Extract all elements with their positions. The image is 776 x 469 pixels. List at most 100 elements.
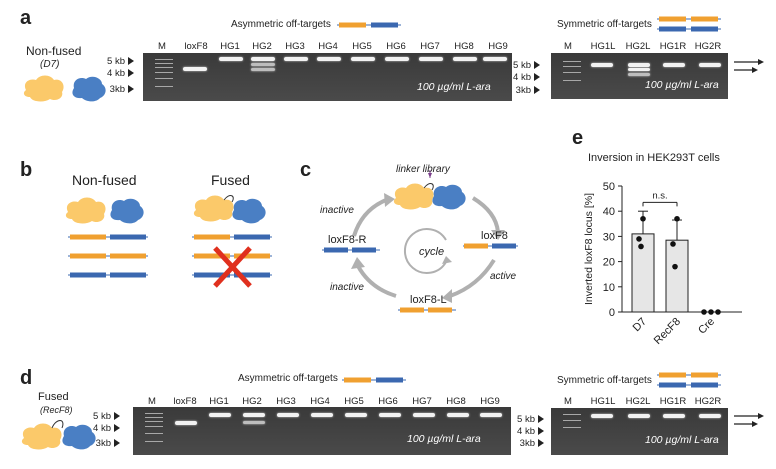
panel-label-b: b bbox=[20, 159, 33, 181]
marker-3kb-d-sym: 3kb bbox=[510, 438, 544, 449]
lane-label: HG1L bbox=[590, 396, 616, 407]
lane-label: HG2 bbox=[252, 41, 272, 52]
sym-title-d: Symmetric off-targets bbox=[557, 375, 652, 386]
lane-label: HG9 bbox=[488, 41, 508, 52]
lane-label: HG1L bbox=[590, 41, 616, 52]
lane-label: HG6 bbox=[386, 41, 406, 52]
data-point bbox=[674, 215, 680, 222]
significance-label: n.s. bbox=[652, 190, 667, 201]
asym-title-d: Asymmetric off-targets bbox=[238, 373, 338, 384]
node-loxf8: loxF8 bbox=[481, 230, 508, 242]
lane-label: HG1 bbox=[209, 396, 229, 407]
x-tick-label: Cre bbox=[696, 316, 717, 337]
marker-5kb-d: 5 kb bbox=[86, 411, 120, 422]
band-arrows-d bbox=[734, 413, 764, 427]
lane-label: HG2L bbox=[625, 41, 651, 52]
linker-label-c: linker library bbox=[396, 164, 450, 175]
y-tick-label: 20 bbox=[603, 257, 615, 269]
lane-label: loxF8 bbox=[184, 41, 208, 52]
panel-label-d: d bbox=[20, 367, 33, 389]
data-point bbox=[636, 236, 642, 242]
marker-3kb-a-sym: 3kb bbox=[506, 85, 540, 96]
construct-variant-a: (D7) bbox=[40, 59, 60, 70]
panel-label-a: a bbox=[20, 7, 32, 29]
lane-label: HG8 bbox=[446, 396, 466, 407]
panel-label-e: e bbox=[572, 127, 584, 149]
sym-construct-icon-d bbox=[657, 372, 721, 388]
lane-label: M bbox=[148, 396, 156, 407]
protein-pair-d bbox=[21, 420, 96, 450]
non-fused-title-b: Non-fused bbox=[72, 172, 137, 188]
lane-label: HG8 bbox=[454, 41, 474, 52]
data-point bbox=[701, 309, 707, 315]
lane-label: HG1R bbox=[659, 41, 687, 52]
edge-inactive-bottom: inactive bbox=[330, 282, 364, 293]
construct-name-d: Fused bbox=[38, 391, 69, 403]
lane-label: HG3 bbox=[285, 41, 305, 52]
marker-4kb-a: 4 kb bbox=[100, 68, 134, 79]
fused-title-b: Fused bbox=[211, 172, 250, 188]
y-tick-label: 50 bbox=[603, 181, 615, 193]
chart-title: Inversion in HEK293T cells bbox=[588, 152, 720, 164]
construct-name-a: Non-fused bbox=[26, 44, 82, 58]
edge-active: active bbox=[490, 271, 517, 282]
y-tick-label: 30 bbox=[603, 231, 615, 243]
protein-pair-a bbox=[23, 75, 106, 102]
marker-4kb-a-sym: 4 kb bbox=[506, 72, 540, 83]
bar bbox=[665, 239, 689, 313]
lane-label: HG1R bbox=[659, 396, 687, 407]
asym-construct-icon-a bbox=[337, 22, 401, 28]
panel-label-c: c bbox=[300, 159, 312, 181]
edge-inactive-top: inactive bbox=[320, 205, 354, 216]
marker-3kb-d: 3kb bbox=[86, 438, 120, 449]
data-point bbox=[672, 263, 678, 270]
gel-sym-d: 100 µg/ml L-ara bbox=[551, 408, 728, 455]
lane-label: M bbox=[564, 396, 572, 407]
condition-label-a-sym: 100 µg/ml L-ara bbox=[645, 79, 719, 91]
condition-label-a: 100 µg/ml L-ara bbox=[417, 81, 491, 93]
cross-icon bbox=[213, 246, 252, 288]
asym-title-a: Asymmetric off-targets bbox=[231, 19, 331, 30]
lox-site-row bbox=[68, 234, 148, 240]
lane-label: HG5 bbox=[344, 396, 364, 407]
lane-label: HG5 bbox=[352, 41, 372, 52]
panel-b-diagram bbox=[65, 195, 272, 288]
lane-label: HG2 bbox=[242, 396, 262, 407]
band-arrows-a bbox=[734, 59, 764, 73]
marker-5kb-a: 5 kb bbox=[100, 56, 134, 67]
y-axis-label: Inverted loxF8 locus [%] bbox=[583, 193, 595, 305]
data-point bbox=[715, 309, 721, 315]
marker-3kb-a: 3kb bbox=[100, 84, 134, 95]
x-tick-label: D7 bbox=[631, 316, 649, 334]
lane-label: HG4 bbox=[310, 396, 330, 407]
data-point bbox=[708, 309, 714, 315]
sym-title-a: Symmetric off-targets bbox=[557, 19, 652, 30]
lane-label: HG2R bbox=[694, 396, 722, 407]
lane-label: M bbox=[564, 41, 572, 52]
y-tick-label: 10 bbox=[603, 282, 615, 294]
lane-label: M bbox=[158, 41, 166, 52]
data-point bbox=[638, 243, 644, 250]
lane-label: HG4 bbox=[318, 41, 338, 52]
x-tick-label: RecF8 bbox=[652, 316, 683, 347]
node-loxf8-r: loxF8-R bbox=[328, 234, 367, 246]
marker-4kb-d-sym: 4 kb bbox=[510, 426, 544, 437]
lane-label: HG2L bbox=[625, 396, 651, 407]
marker-5kb-d-sym: 5 kb bbox=[510, 414, 544, 425]
lane-label: HG2R bbox=[694, 41, 722, 52]
construct-variant-d: (RecF8) bbox=[40, 405, 73, 415]
condition-label-d: 100 µg/ml L-ara bbox=[407, 433, 481, 445]
cycle-center-label: cycle bbox=[419, 246, 445, 258]
lane-label: loxF8 bbox=[173, 396, 197, 407]
y-tick-label: 40 bbox=[603, 206, 615, 218]
condition-label-d-sym: 100 µg/ml L-ara bbox=[645, 434, 719, 446]
lane-label: HG9 bbox=[480, 396, 500, 407]
marker-4kb-d: 4 kb bbox=[86, 423, 120, 434]
data-point bbox=[640, 215, 646, 222]
panel-c-cycle bbox=[322, 170, 518, 313]
gel-asym-d: 100 µg/ml L-ara bbox=[133, 407, 511, 455]
lane-label: HG3 bbox=[276, 396, 296, 407]
lane-label: HG6 bbox=[378, 396, 398, 407]
bar bbox=[631, 233, 655, 313]
